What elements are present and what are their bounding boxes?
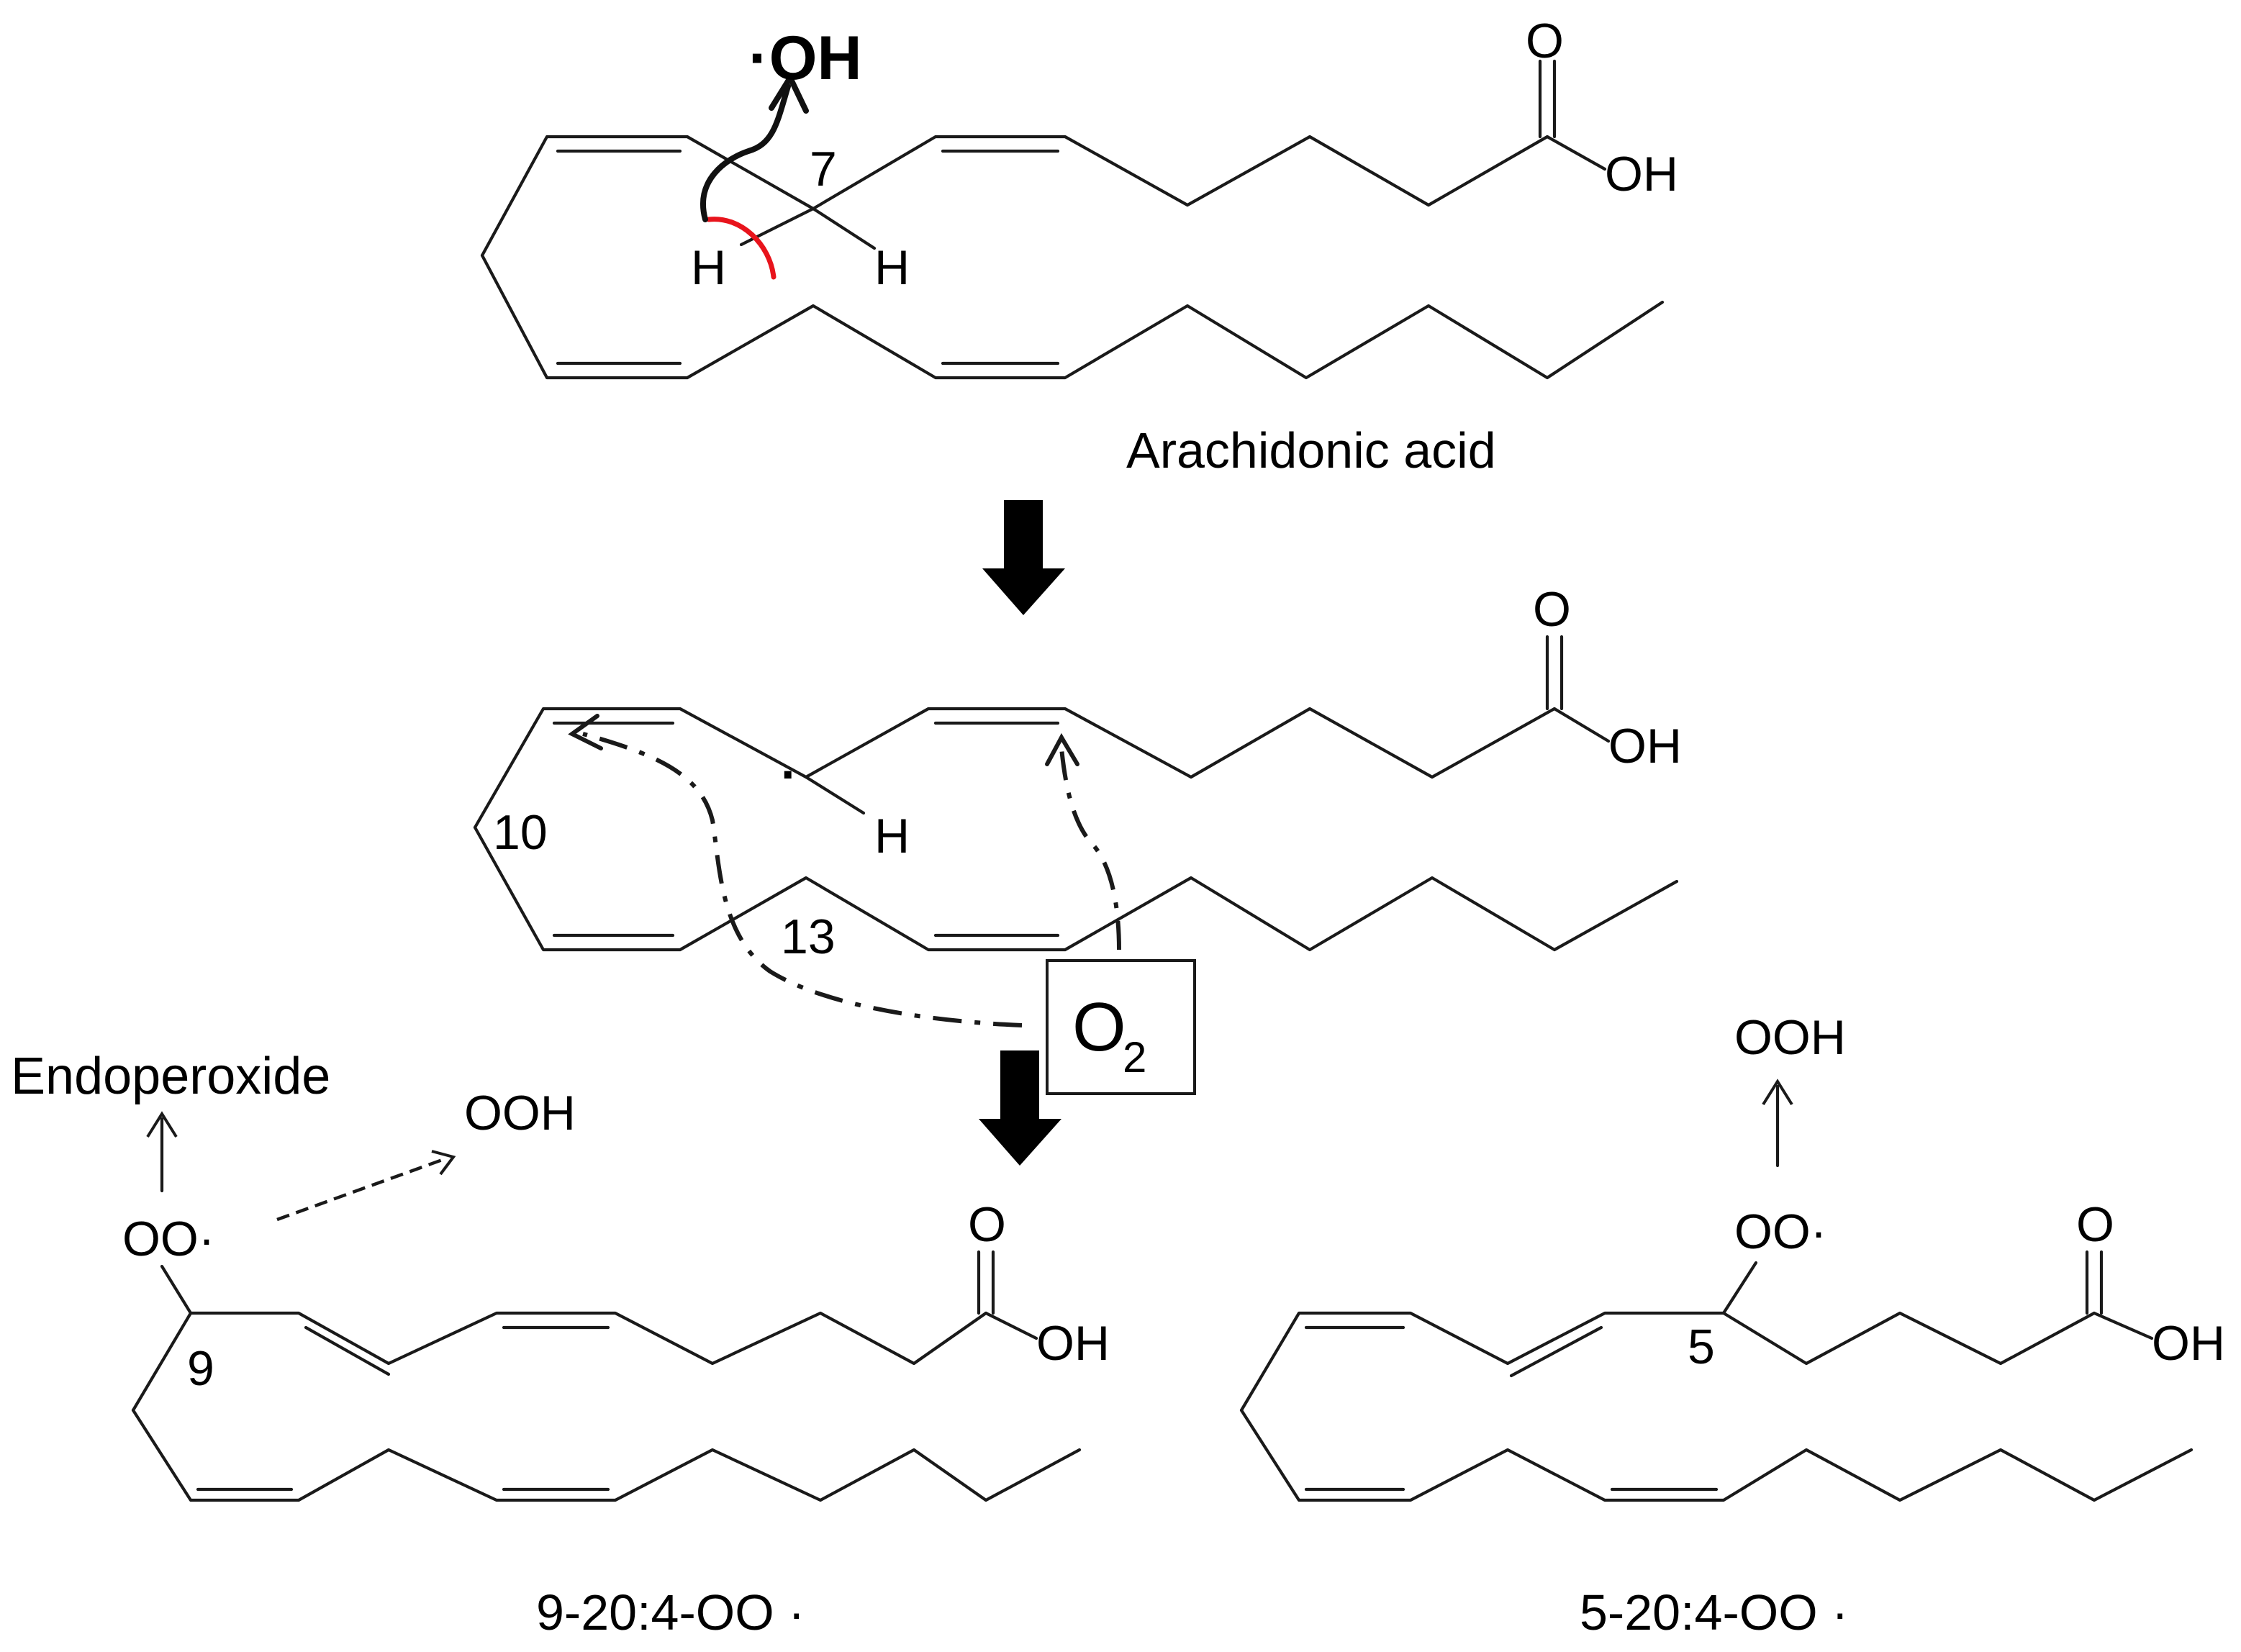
c-o-bond bbox=[1721, 1261, 1758, 1315]
hydrogen-label: H bbox=[691, 240, 726, 295]
endoperoxide-label: Endoperoxide bbox=[11, 1048, 330, 1105]
hydroxyl-radical-label: ·OH bbox=[748, 24, 862, 93]
hydroxyl-bond bbox=[1552, 707, 1611, 743]
compound-name: Arachidonic acid bbox=[1126, 422, 1496, 478]
carbon-number-label: 7 bbox=[810, 142, 837, 196]
radical-dot: · bbox=[781, 746, 797, 802]
bottom-chain-bond bbox=[480, 253, 1665, 380]
radical-path bbox=[276, 1156, 447, 1222]
carbonyl-oxygen-label: O bbox=[1533, 582, 1571, 637]
ch-bond bbox=[739, 206, 815, 247]
hydroperoxide-label: OOH bbox=[1734, 1010, 1846, 1065]
hydroxyl-label: OH bbox=[1605, 147, 1678, 201]
carbon-10-label: 10 bbox=[493, 805, 548, 860]
top-chain-bond bbox=[473, 707, 1557, 830]
hydroxyl-label: OH bbox=[1036, 1316, 1110, 1371]
c-o-bond bbox=[160, 1264, 193, 1315]
ch-bond bbox=[811, 206, 877, 250]
arrow-head-icon bbox=[1045, 732, 1079, 766]
product-5-structure: OOH OO· O OH 5 5-20:4-OO · bbox=[1239, 1010, 2225, 1640]
product-9-structure: Endoperoxide OO· OOH O OH 9 9-20:4-OO · bbox=[11, 1048, 1110, 1640]
hydrogen-label: H bbox=[874, 809, 910, 863]
hydroperoxide-label: OOH bbox=[464, 1086, 576, 1140]
arrow-head-icon bbox=[769, 75, 809, 114]
hydroxyl-bond bbox=[1545, 135, 1607, 171]
oxygen-label: O bbox=[1072, 989, 1126, 1066]
hydroxyl-label: OH bbox=[2152, 1316, 2225, 1371]
arrow-head-icon bbox=[431, 1150, 456, 1176]
arrow-head-icon bbox=[568, 714, 603, 750]
reaction-arrow-icon bbox=[979, 1050, 1061, 1166]
oxygen-subscript: 2 bbox=[1123, 1033, 1146, 1081]
carbon-number-label: 9 bbox=[187, 1341, 214, 1396]
carbonyl-oxygen-label: O bbox=[2076, 1197, 2114, 1252]
peroxyl-label: OO· bbox=[1734, 1204, 1826, 1259]
abstraction-arc bbox=[706, 217, 777, 280]
carbonyl-oxygen-label: O bbox=[968, 1197, 1006, 1252]
reaction-arrow-icon bbox=[982, 500, 1065, 615]
top-chain-bond bbox=[131, 1311, 988, 1412]
top-chain-bond bbox=[480, 135, 1549, 258]
compound-name: 5-20:4-OO · bbox=[1580, 1584, 1848, 1640]
arrow-head-icon bbox=[1762, 1079, 1793, 1106]
hydrogen-label: H bbox=[874, 240, 910, 295]
hydroxyl-bond bbox=[984, 1311, 1038, 1340]
peroxyl-label: OO· bbox=[122, 1212, 214, 1266]
top-chain-bond bbox=[1239, 1311, 2096, 1412]
compound-name: 9-20:4-OO · bbox=[536, 1584, 805, 1640]
oxygen-box bbox=[1046, 959, 1196, 1095]
arachidonic-acid-structure: ·OH O OH 7 H H Arachidonic acid bbox=[480, 14, 1678, 478]
ch-bond bbox=[804, 775, 866, 815]
carbon-number-label: 5 bbox=[1688, 1320, 1715, 1374]
bottom-chain-bond bbox=[1239, 1408, 2194, 1502]
oxygen-attack-path-left bbox=[582, 732, 1023, 1027]
oxygen-attack-path-right bbox=[1059, 748, 1121, 950]
trans-double-bond bbox=[304, 1325, 391, 1376]
hydroxyl-label: OH bbox=[1608, 719, 1682, 773]
carbon-radical-structure: · H O OH 10 13 O 2 bbox=[473, 582, 1682, 1095]
trans-double-bond bbox=[1509, 1325, 1603, 1378]
hydrogen-abstraction-arrow bbox=[700, 83, 791, 222]
carbonyl-oxygen-label: O bbox=[1526, 14, 1564, 68]
carbon-13-label: 13 bbox=[781, 909, 836, 964]
bottom-chain-bond bbox=[473, 825, 1679, 952]
hydroxyl-bond bbox=[2092, 1311, 2154, 1340]
arrow-head-icon bbox=[146, 1111, 178, 1138]
bottom-chain-bond bbox=[131, 1408, 1082, 1502]
